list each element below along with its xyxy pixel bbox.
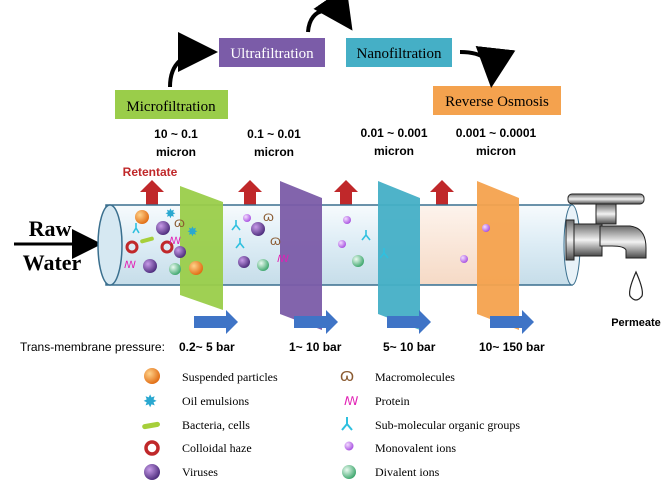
divalent-ion-icon	[342, 465, 356, 479]
membrane-microfiltration	[180, 186, 223, 310]
pressure-arrows	[194, 310, 534, 334]
organic-group-icon	[341, 417, 353, 431]
pressure-arrow-icon	[490, 310, 534, 334]
curved-arrow-icon	[459, 45, 516, 88]
particles-after-uf	[338, 216, 389, 267]
pressure-microfiltration: 0.2~ 5 bar	[179, 340, 235, 354]
svg-text:ꟿ: ꟿ	[124, 260, 136, 271]
legend-label-colloidal-haze: Colloidal haze	[182, 441, 252, 455]
svg-text:Ultrafiltration: Ultrafiltration	[230, 46, 314, 62]
retentate-label: Retentate	[123, 165, 178, 179]
range-unit-microfiltration: micron	[156, 145, 196, 159]
raw-water-label-line2: Water	[23, 250, 82, 275]
macromolecule-icon: ɷ	[340, 365, 354, 385]
virus-icon	[144, 464, 160, 480]
pressure-label: Trans-membrane pressure:	[20, 340, 165, 354]
membrane-reverse-osmosis	[477, 181, 519, 330]
svg-text:Nanofiltration: Nanofiltration	[357, 46, 442, 62]
pressure-nanofiltration: 5~ 10 bar	[383, 340, 436, 354]
retentate-arrow-icon	[430, 180, 454, 208]
range-microfiltration: 10 ~ 0.1	[154, 127, 198, 141]
particles-feed: ✸ ✸ ɷ ꟿ ꟿ	[124, 206, 203, 275]
svg-text:ɷ: ɷ	[263, 208, 274, 224]
svg-text:ɷ: ɷ	[270, 232, 281, 248]
legend-label-oil-emulsions: Oil emulsions	[182, 394, 249, 408]
legend-label-protein: Protein	[375, 394, 410, 408]
retentate-arrow-icon	[140, 180, 164, 208]
range-unit-reverse-osmosis: micron	[476, 144, 516, 158]
legend-label-divalent-ions: Divalent ions	[375, 465, 440, 479]
monovalent-ion-icon	[344, 441, 354, 451]
membrane-nanofiltration	[378, 181, 420, 330]
range-unit-ultrafiltration: micron	[254, 145, 294, 159]
stage-label-microfiltration: Microfiltration	[115, 90, 228, 119]
stage-label-nanofiltration: Nanofiltration	[346, 38, 452, 67]
legend-label-viruses: Viruses	[182, 465, 218, 479]
range-ultrafiltration: 0.1 ~ 0.01	[247, 127, 301, 141]
pressure-arrow-icon	[387, 310, 431, 334]
permeate-label: Permeate	[611, 317, 661, 329]
svg-text:ꟿ: ꟿ	[277, 254, 289, 265]
oil-emulsion-icon: ✸	[143, 392, 157, 411]
stage-label-ultrafiltration: Ultrafiltration	[219, 38, 325, 67]
stage-label-reverse-osmosis: Reverse Osmosis	[433, 86, 561, 115]
retentate-arrow-icon	[334, 180, 358, 208]
raw-water-label-line1: Raw	[29, 216, 72, 241]
colloidal-haze-icon	[144, 440, 160, 456]
retentate-arrows	[140, 180, 454, 208]
membrane-ultrafiltration	[280, 181, 322, 330]
svg-text:ɷ: ɷ	[174, 214, 185, 230]
svg-text:ꟿ: ꟿ	[169, 236, 181, 247]
legend-label-suspended-particles: Suspended particles	[182, 370, 278, 384]
pressure-arrow-icon	[294, 310, 338, 334]
particles-after-mf: ɷ ɷ ꟿ	[231, 208, 289, 271]
bacteria-icon	[142, 421, 160, 430]
range-unit-nanofiltration: micron	[374, 144, 414, 158]
pressure-reverse-osmosis: 10~ 150 bar	[479, 340, 545, 354]
pressure-arrow-icon	[194, 310, 238, 334]
svg-text:Reverse Osmosis: Reverse Osmosis	[445, 94, 549, 110]
range-nanofiltration: 0.01 ~ 0.001	[360, 126, 427, 140]
legend-label-organic-groups: Sub-molecular organic groups	[375, 418, 520, 432]
legend-label-bacteria: Bacteria, cells	[182, 418, 250, 432]
retentate-arrow-icon	[238, 180, 262, 208]
legend-label-monovalent-ions: Monovalent ions	[375, 441, 456, 455]
pressure-ultrafiltration: 1~ 10 bar	[289, 340, 342, 354]
tap-icon	[565, 193, 647, 301]
suspended-particle-icon	[144, 368, 160, 384]
svg-text:✸: ✸	[187, 224, 198, 239]
svg-text:✸: ✸	[165, 206, 176, 221]
legend: ✸ Suspended particles Oil emulsions Bact…	[142, 365, 520, 480]
range-reverse-osmosis: 0.001 ~ 0.0001	[456, 126, 537, 140]
protein-icon: ꟿ	[344, 394, 358, 408]
curved-arrow-icon	[168, 32, 218, 88]
legend-label-macromolecules: Macromolecules	[375, 370, 455, 384]
curved-arrow-icon	[306, 0, 353, 33]
svg-text:Microfiltration: Microfiltration	[126, 99, 216, 115]
particles-after-nf	[460, 224, 490, 263]
